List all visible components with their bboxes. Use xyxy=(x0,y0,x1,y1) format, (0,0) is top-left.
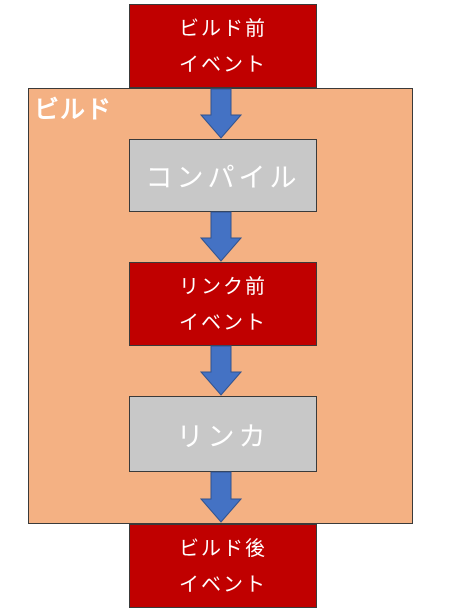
pre-build-event-box: ビルド前 イベント xyxy=(129,4,317,88)
post-build-event-line2: イベント xyxy=(179,572,267,596)
arrow-linker-to-post-build xyxy=(199,471,243,523)
arrow-pre-link-to-linker xyxy=(199,345,243,396)
linker-label: リンカ xyxy=(176,421,270,453)
post-build-event-line1: ビルド後 xyxy=(179,536,267,560)
linker-box: リンカ xyxy=(129,396,317,472)
arrow-compile-to-pre-link xyxy=(199,211,243,262)
post-build-event-box: ビルド後 イベント xyxy=(129,524,317,608)
arrow-pre-build-to-compile xyxy=(199,88,243,139)
compile-box: コンパイル xyxy=(129,139,317,212)
pre-link-event-line2: イベント xyxy=(179,310,267,334)
build-group-label: ビルド xyxy=(34,95,113,124)
compile-label: コンパイル xyxy=(145,163,301,194)
pre-build-event-line1: ビルド前 xyxy=(179,16,267,40)
pre-build-event-line2: イベント xyxy=(179,52,267,76)
pre-link-event-line1: リンク前 xyxy=(179,274,267,298)
